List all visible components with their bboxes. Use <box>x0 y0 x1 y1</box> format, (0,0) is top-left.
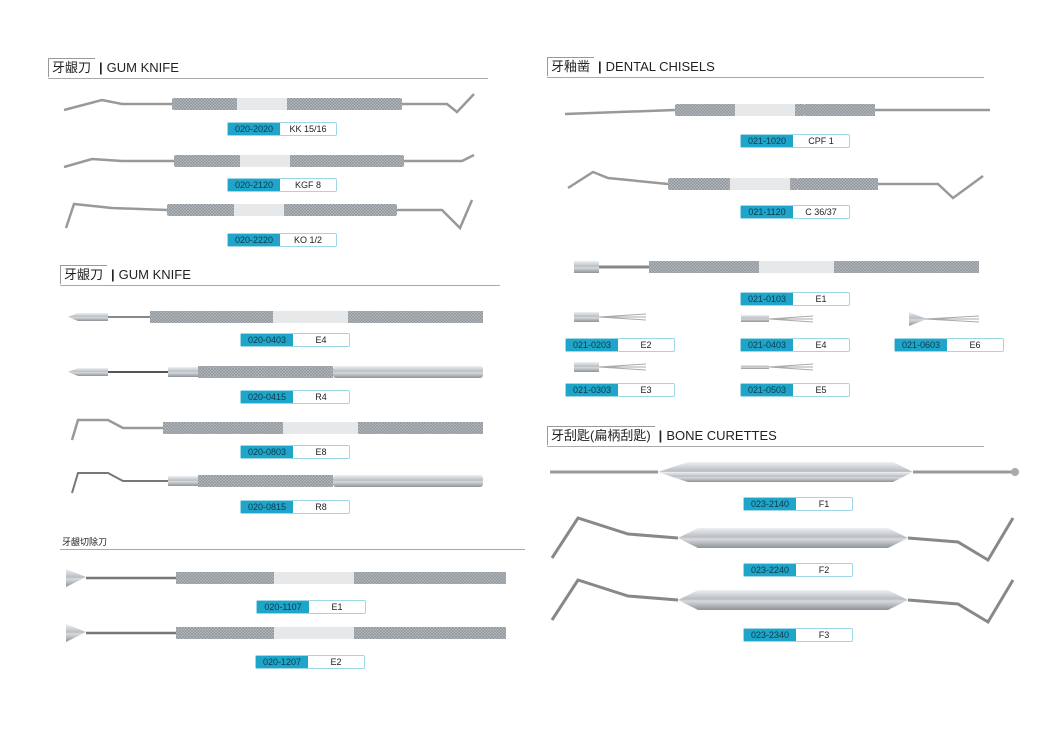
product-name: E4 <box>815 340 827 350</box>
product-name: KO 1/2 <box>293 235 322 245</box>
product-label: 023-2240 F2 <box>743 563 853 577</box>
header-en: GUM KNIFE <box>118 267 191 282</box>
product-label: 021-0603 E6 <box>894 338 1004 352</box>
product-label: 020-2120 KGF 8 <box>227 178 337 192</box>
product-name: R4 <box>315 392 327 402</box>
header-en: BONE CURETTES <box>666 428 777 443</box>
double-ended-chisel-image <box>567 168 998 202</box>
double-ended-chisel-image <box>564 100 995 124</box>
header-cn: 牙釉凿 <box>547 57 595 76</box>
product-name: KGF 8 <box>294 180 321 190</box>
product-name: E1 <box>331 602 343 612</box>
product-label: 020-2020 KK 15/16 <box>227 122 337 136</box>
product-label: 021-1120 C 36/37 <box>740 205 850 219</box>
header-en: DENTAL CHISELS <box>605 59 715 74</box>
product-code: 023-2240 <box>744 564 796 576</box>
product-label: 020-0815 R8 <box>240 500 350 514</box>
bone-curette-image <box>548 576 1023 626</box>
single-ended-chisel-image <box>574 258 984 276</box>
section-header-gum-knife-1: 牙龈刀|GUM KNIFE <box>48 58 488 79</box>
product-label: 021-0103 E1 <box>740 292 850 306</box>
product-label: 020-0403 E4 <box>240 333 350 347</box>
single-ended-knife-image <box>68 467 488 495</box>
header-cn: 牙刮匙(扁柄刮匙) <box>547 426 655 445</box>
product-code: 020-2020 <box>228 123 280 135</box>
product-code: 021-1020 <box>741 135 793 147</box>
chisel-tip-image <box>574 310 649 324</box>
product-name: E2 <box>330 657 342 667</box>
single-ended-knife-image <box>66 622 506 644</box>
chisel-tip-image <box>574 360 649 374</box>
product-name: E6 <box>969 340 981 350</box>
header-cn: 牙龈刀 <box>48 58 96 77</box>
product-label: 021-0303 E3 <box>565 383 675 397</box>
product-label: 021-1020 CPF 1 <box>740 134 850 148</box>
product-code: 020-0415 <box>241 391 293 403</box>
chisel-tip-image <box>741 360 816 374</box>
header-separator: | <box>658 428 663 443</box>
product-code: 021-0403 <box>741 339 793 351</box>
header-cn: 牙龈切除刀 <box>62 537 108 547</box>
section-header-bone-curettes: 牙刮匙(扁柄刮匙)|BONE CURETTES <box>547 426 984 447</box>
section-header-gingiva-excision: 牙龈切除刀 <box>60 535 525 550</box>
product-name: CPF 1 <box>808 136 834 146</box>
product-code: 020-1207 <box>256 656 308 668</box>
header-en: GUM KNIFE <box>106 60 179 75</box>
product-code: 023-2140 <box>744 498 796 510</box>
product-label: 020-1107 E1 <box>256 600 366 614</box>
product-label: 020-2220 KO 1/2 <box>227 233 337 247</box>
product-code: 020-2220 <box>228 234 280 246</box>
product-label: 020-0803 E8 <box>240 445 350 459</box>
product-code: 021-1120 <box>741 206 793 218</box>
product-code: 020-1107 <box>257 601 309 613</box>
section-header-dental-chisels: 牙釉凿|DENTAL CHISELS <box>547 57 984 78</box>
product-name: KK 15/16 <box>289 124 327 134</box>
product-name: C 36/37 <box>805 207 837 217</box>
product-code: 020-0815 <box>241 501 293 513</box>
double-ended-instrument-image <box>62 199 482 232</box>
product-label: 021-0203 E2 <box>565 338 675 352</box>
double-ended-instrument-image <box>62 88 482 118</box>
header-separator: | <box>598 59 602 74</box>
product-name: E8 <box>315 447 327 457</box>
product-name: E4 <box>315 335 327 345</box>
product-name: E1 <box>815 294 827 304</box>
product-name: E3 <box>640 385 652 395</box>
single-ended-knife-image <box>68 308 488 326</box>
product-code: 020-0803 <box>241 446 293 458</box>
product-label: 020-1207 E2 <box>255 655 365 669</box>
product-label: 023-2140 F1 <box>743 497 853 511</box>
product-label: 021-0503 E5 <box>740 383 850 397</box>
single-ended-knife-image <box>68 363 488 381</box>
product-name: F2 <box>818 565 830 575</box>
product-code: 020-2120 <box>228 179 280 191</box>
product-code: 021-0203 <box>566 339 618 351</box>
header-separator: | <box>99 60 103 75</box>
header-separator: | <box>111 267 115 282</box>
product-code: 021-0303 <box>566 384 618 396</box>
product-code: 021-0503 <box>741 384 793 396</box>
product-code: 021-0103 <box>741 293 793 305</box>
product-label: 020-0415 R4 <box>240 390 350 404</box>
product-code: 020-0403 <box>241 334 293 346</box>
product-name: E2 <box>640 340 652 350</box>
header-cn: 牙龈刀 <box>60 265 108 284</box>
product-name: F3 <box>818 630 830 640</box>
product-name: F1 <box>818 499 830 509</box>
bone-curette-image <box>548 514 1023 564</box>
product-name: E5 <box>815 385 827 395</box>
chisel-tip-image <box>741 312 816 326</box>
product-label: 023-2340 F3 <box>743 628 853 642</box>
double-ended-instrument-image <box>62 145 482 175</box>
bone-curette-image <box>548 458 1023 488</box>
single-ended-knife-image <box>66 567 506 589</box>
product-name: R8 <box>315 502 327 512</box>
section-header-gum-knife-2: 牙龈刀|GUM KNIFE <box>60 265 500 286</box>
product-code: 023-2340 <box>744 629 796 641</box>
single-ended-knife-image <box>68 414 488 442</box>
product-code: 021-0603 <box>895 339 947 351</box>
chisel-tip-image <box>907 311 982 327</box>
product-label: 021-0403 E4 <box>740 338 850 352</box>
